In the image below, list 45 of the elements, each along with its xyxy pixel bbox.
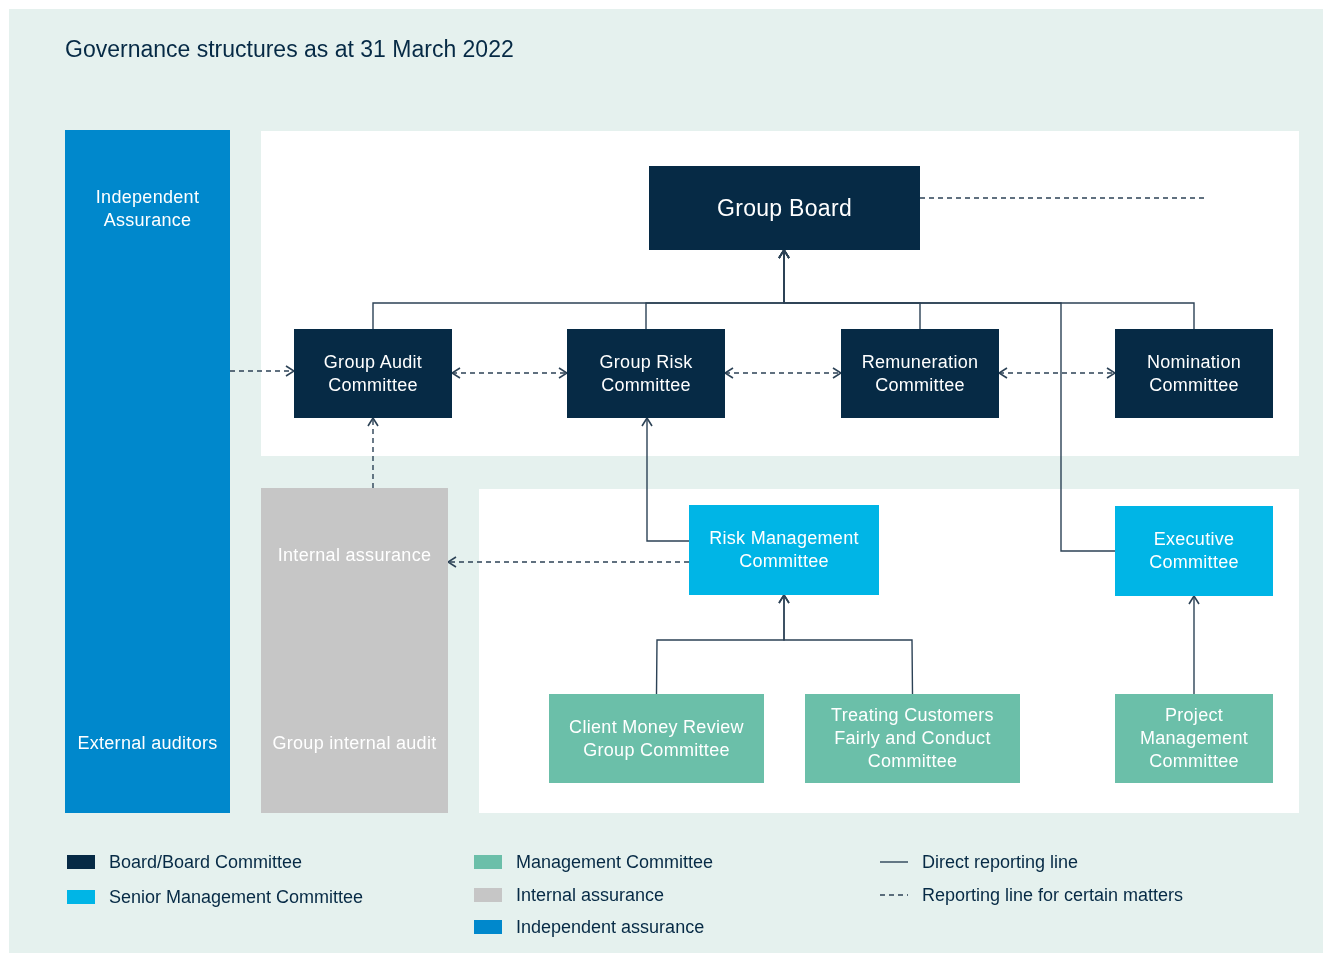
arrow (1188, 595, 1200, 695)
node-label: External auditors (76, 732, 219, 755)
legend-label: Internal assurance (516, 884, 665, 906)
dashed-line (919, 197, 1206, 199)
board-committee-box (649, 166, 920, 250)
diagram-title: Governance structures as at 31 March 2022 (65, 35, 514, 64)
senior-committee-box (1115, 506, 1273, 596)
node-label: Risk Management Committee (708, 527, 860, 573)
dashed-arrow (998, 367, 1116, 379)
arrow (778, 594, 914, 695)
dashed-arrow (367, 417, 379, 489)
board-committee-box (1115, 329, 1273, 418)
node-label: Executive Committee (1148, 528, 1240, 574)
legend-label: Independent assurance (516, 916, 705, 938)
node-label: Group Audit Committee (322, 350, 424, 397)
legend-label: Reporting line for certain matters (922, 884, 1184, 906)
arrow (778, 249, 1116, 552)
dashed-arrow (229, 365, 295, 377)
board-committee-box (841, 329, 999, 418)
management-committee-box (805, 694, 1020, 783)
node-label: Treating Customers Fairly and Conduct Committee (830, 704, 995, 773)
node-label: Internal assurance (276, 544, 433, 567)
internal-assurance-column (261, 488, 448, 813)
node-label: Group Risk Committee (598, 350, 694, 397)
management-committee-box (1115, 694, 1273, 783)
node-label: Remuneration Committee (860, 350, 980, 397)
node-label: Independent Assurance (94, 186, 201, 232)
board-committee-box (567, 329, 725, 418)
node-label: Group Board (716, 196, 853, 220)
node-label: Nomination Committee (1145, 350, 1242, 397)
node-label: Group internal audit (271, 732, 438, 755)
node-label: Client Money Review Group Committee (568, 715, 745, 762)
board-committee-box (294, 329, 452, 418)
dashed-arrow (447, 556, 690, 568)
node-label: Project Management Committee (1138, 704, 1250, 773)
senior-committee-box (689, 505, 879, 595)
management-committee-box (549, 694, 764, 783)
independent-assurance-column (65, 130, 230, 813)
dashed-arrow (451, 367, 568, 379)
legend-label: Direct reporting line (922, 851, 1079, 873)
legend-label: Management Committee (516, 851, 714, 873)
arrow (641, 417, 690, 542)
dashed-arrow (724, 367, 842, 379)
legend-label: Senior Management Committee (109, 886, 364, 908)
legend-label: Board/Board Committee (109, 851, 303, 873)
